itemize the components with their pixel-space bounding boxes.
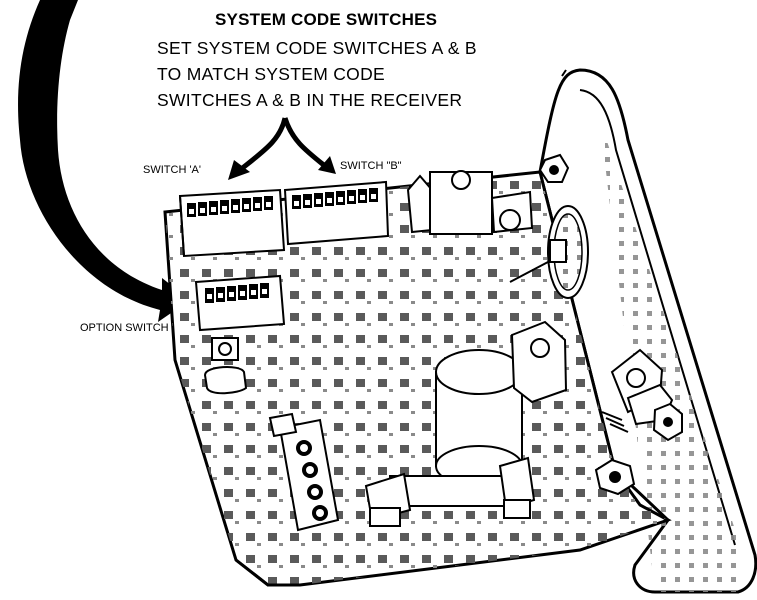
- hex-nut: [594, 458, 636, 496]
- switch-a-block: [178, 188, 286, 258]
- curved-arrow: [18, 0, 190, 322]
- top-components: [406, 153, 589, 299]
- brace-arrowheads: [228, 156, 336, 180]
- option-switch-block: [194, 274, 286, 332]
- fuse: [364, 456, 536, 527]
- mounting-bracket: [538, 68, 757, 594]
- led: [203, 366, 248, 395]
- switch-b-label: SWITCH "B": [340, 160, 402, 172]
- small-component: [211, 337, 239, 361]
- switch-b-block: [283, 180, 390, 246]
- brace-arrows: [238, 117, 327, 172]
- switch-a-label: SWITCH 'A': [143, 164, 201, 176]
- instruction-line-1: SET SYSTEM CODE SWITCHES A & B: [157, 38, 477, 58]
- regulator-block: [510, 320, 568, 404]
- instruction-line-3: SWITCHES A & B IN THE RECEIVER: [157, 90, 463, 110]
- option-switch-label: OPTION SWITCH: [80, 322, 169, 334]
- terminal-block: [268, 412, 340, 532]
- instruction-line-2: TO MATCH SYSTEM CODE: [157, 64, 386, 84]
- transistors: [601, 348, 683, 442]
- diagram-title: SYSTEM CODE SWITCHES: [215, 10, 438, 29]
